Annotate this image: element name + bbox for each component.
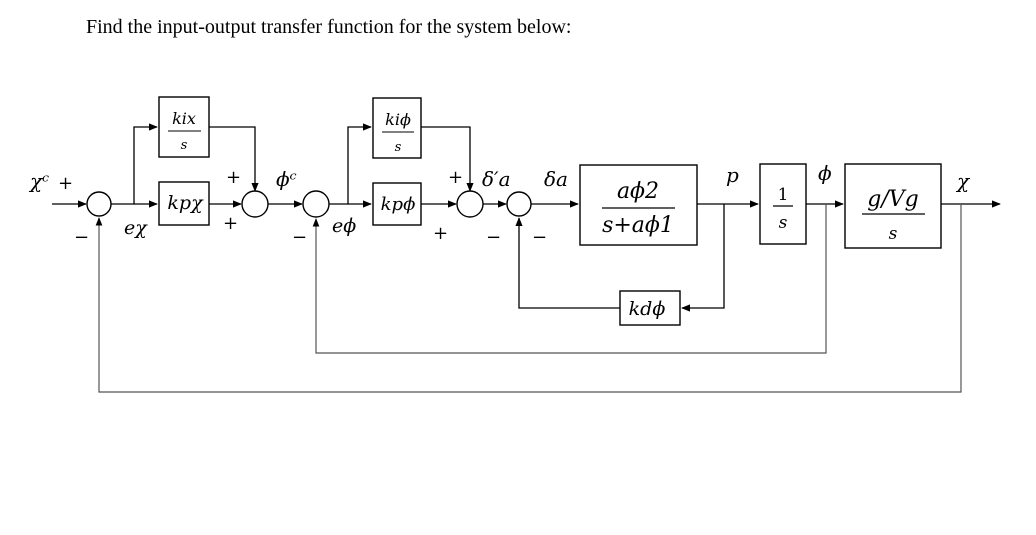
label-delta-prime: δ′a <box>482 167 511 191</box>
sign-plus-kiphi: + <box>448 167 463 188</box>
wire-chi-feedback <box>95 204 962 393</box>
label-p: p <box>726 163 739 187</box>
wire-p-tap <box>681 204 725 312</box>
plant-den: s+aϕ1 <box>602 213 674 238</box>
summing-junction-damper <box>506 191 532 217</box>
sign-plus-kix: + <box>226 167 241 188</box>
kiphi-block <box>372 97 422 159</box>
sign-minus-delta: − <box>486 227 501 248</box>
label-chi-out: χ <box>955 169 971 193</box>
kix-num: kix <box>172 109 196 128</box>
label-ephi: eϕ <box>332 215 356 237</box>
question-text: Find the input-output transfer function … <box>86 16 572 38</box>
summing-junction-x <box>86 191 112 217</box>
kpx-block <box>158 181 210 226</box>
sign-plus-kpx: + <box>223 213 238 234</box>
kix-block <box>158 96 210 158</box>
kpphi-block <box>372 182 422 226</box>
sign-minus-damper: − <box>532 227 547 248</box>
aileron-plant-block <box>579 164 698 246</box>
kiphi-den: s <box>395 140 402 155</box>
kiphi-num: kiϕ <box>385 110 411 129</box>
summing-junction-phi <box>302 190 330 218</box>
sign-minus-phifb: − <box>292 227 307 248</box>
kdphi-block <box>619 290 681 326</box>
integrator-num: 1 <box>778 185 789 205</box>
wire-ex-to-kix <box>111 123 158 205</box>
kdphi-label: kdϕ <box>629 298 666 320</box>
kpphi-label: kpϕ <box>381 194 416 215</box>
wire-kiphi-out <box>421 126 474 192</box>
kix-den: s <box>181 138 188 153</box>
heading-num: g/Vg <box>867 187 918 212</box>
wire-ephi-to-kiphi <box>329 123 372 205</box>
label-phiref: ϕᶜ <box>276 167 297 191</box>
wire-phi-feedback <box>312 204 827 354</box>
heading-den: s <box>889 224 898 244</box>
summing-junction-delta-prime <box>456 190 484 218</box>
wire-kdphi-feedback <box>515 217 620 309</box>
label-ex: eχ <box>124 217 148 239</box>
plant-num: aϕ2 <box>617 179 659 204</box>
sign-plus-kpphi: + <box>433 223 448 244</box>
wire-kix-out <box>209 126 259 192</box>
label-xref: χᶜ <box>28 169 49 193</box>
label-phi: ϕ <box>818 161 832 185</box>
integrator-den: s <box>779 213 788 233</box>
sign-plus-xref: + <box>58 173 73 194</box>
heading-block <box>844 163 942 249</box>
sign-minus-xfb: − <box>74 227 89 248</box>
kpx-label: kpχ <box>167 192 204 214</box>
summing-junction-phiref <box>241 190 269 218</box>
label-delta-a: δa <box>544 167 568 191</box>
